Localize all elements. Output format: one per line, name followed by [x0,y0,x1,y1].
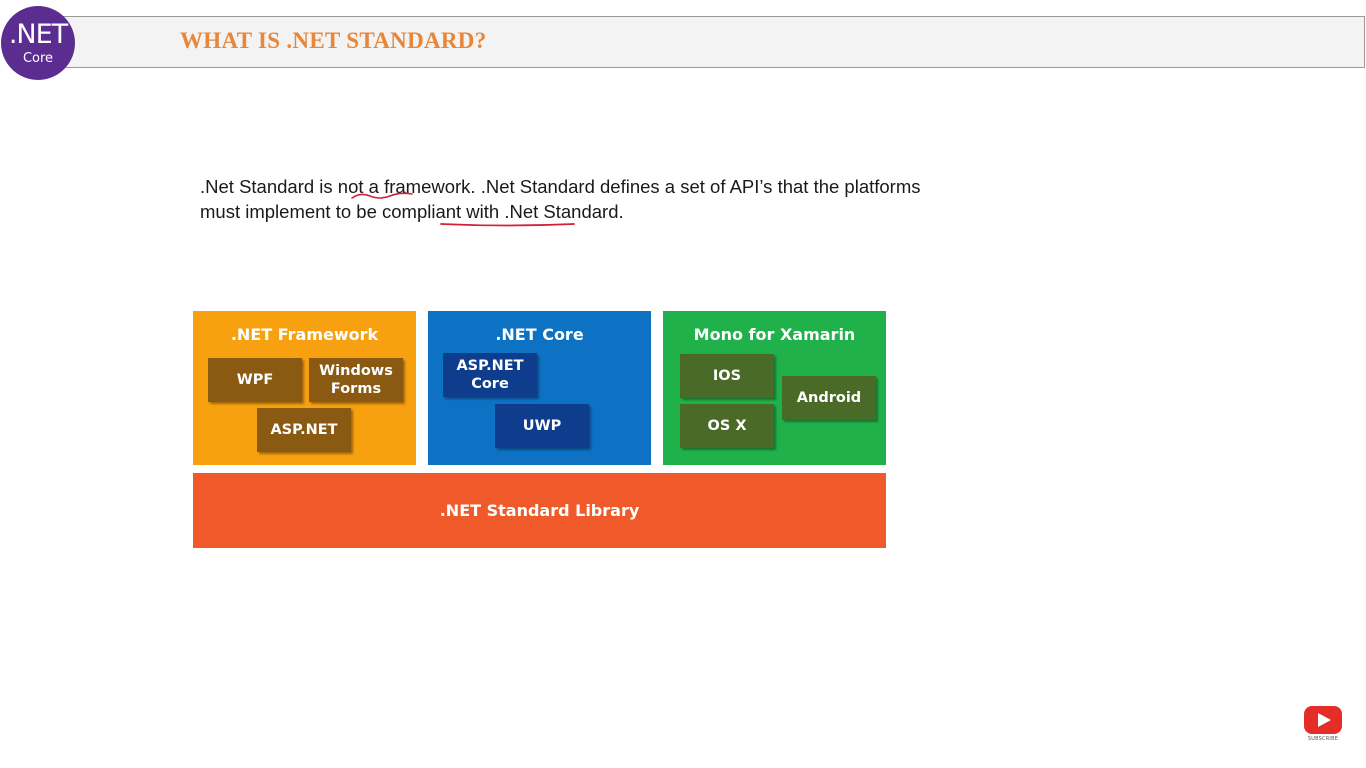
framework-item-windows-forms: Windows Forms [309,358,403,402]
dotnet-standard-library-box: .NET Standard Library [193,473,886,548]
dotnet-framework-box: .NET Framework WPF Windows Forms ASP.NET [193,311,416,465]
framework-item-aspnet: ASP.NET [257,408,351,452]
mono-title: Mono for Xamarin [693,325,856,344]
core-item-aspnet-core: ASP.NET Core [443,353,537,397]
mono-xamarin-box: Mono for Xamarin IOS OS X Android [663,311,886,465]
mono-item-ios: IOS [680,354,774,398]
core-title: .NET Core [495,325,584,344]
logo-main-text: .NET [8,19,68,50]
logo-sub-text: Core [22,51,54,66]
header-bar [62,16,1365,68]
framework-item-wpf: WPF [208,358,302,402]
description-line-1: .Net Standard is not a framework. .Net S… [200,176,921,197]
mono-item-osx: OS X [680,404,774,448]
dotnet-core-box: .NET Core ASP.NET Core UWP [428,311,651,465]
mono-item-android: Android [782,376,876,420]
subscribe-label: SUBSCRIBE [1307,736,1339,742]
description-line-2: must implement to be compliant with .Net… [200,201,624,222]
slide-title: WHAT IS .NET STANDARD? [180,28,487,53]
dotnet-core-logo: .NET Core [1,6,75,80]
description-text: .Net Standard is not a framework. .Net S… [200,174,1060,224]
framework-title: .NET Framework [230,325,379,344]
core-item-uwp: UWP [495,404,589,448]
youtube-play-icon [1304,706,1342,734]
subscribe-button[interactable]: SUBSCRIBE [1303,706,1343,744]
